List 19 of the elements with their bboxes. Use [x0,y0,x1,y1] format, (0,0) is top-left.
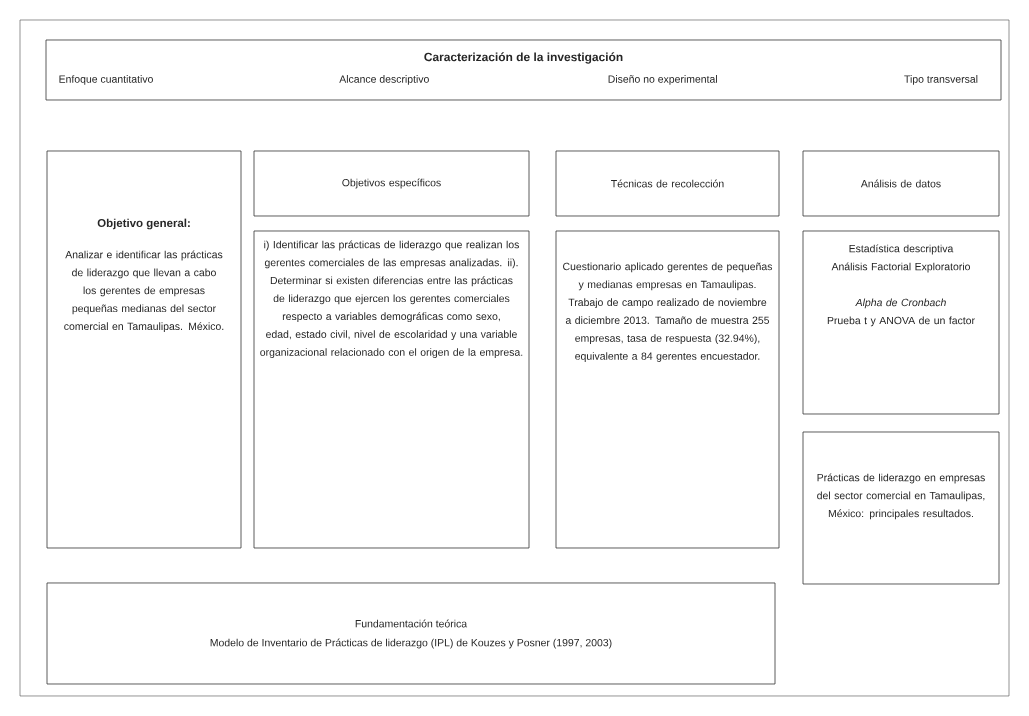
text: Prácticas de liderazgo en empresas del sector comercial en Tamaulipas, México: principales resultados. [817,473,985,520]
label: Alcance descriptivo [339,75,429,85]
text: i) Identificar las prácticas de liderazgo que realizan los gerentes comerciales de las empresas analizadas. ii). Determinar si existen diferencias entre las prácticas de liderazgo que ejercen los gerentes comerciales respecto a variables demográficas como sexo, edad, estado civil, nivel de escolaridad y una variable organizacional relacionado con el origen de la empresa. [260,240,523,358]
text: Análisis Factorial Exploratorio [831,262,970,273]
text: Cuestionario aplicado gerentes de pequeñas y medianas empresas en Tamaulipas. Trabajo de campo realizado de noviembre a diciembre 2013. Tamaño de muestra 255 empresas, tasa de respuesta (32.94%), equivalente a 84 gerentes encuestador. [563,262,773,362]
body-text: Analizar e identificar las prácticas de liderazgo que llevan a cabo los gerentes de empresas pequeñas medianas del sector comercial en Tamaulipas. México. [64,250,224,333]
text: Técnicas de recolección [611,179,724,188]
text: Modelo de Inventario de Prácticas de liderazgo (IPL) de Kouzes y Posner (1997, 2003) [210,638,612,649]
text: Alpha de Cronbach [855,298,946,309]
label: Diseño no experimental [608,75,717,85]
text: Fundamentación teórica [355,619,468,628]
text: Prueba t y ANOVA de un factor [827,316,975,327]
label: Enfoque cuantitativo [59,75,153,85]
text: Objetivos específicos [342,178,441,189]
text: Estadística descriptiva [849,244,954,255]
heading: Objetivo general: [97,218,190,230]
text: Análisis de datos [860,179,941,188]
heading: Caracterización de la investigación [424,52,623,64]
label: Tipo transversal [904,75,978,85]
